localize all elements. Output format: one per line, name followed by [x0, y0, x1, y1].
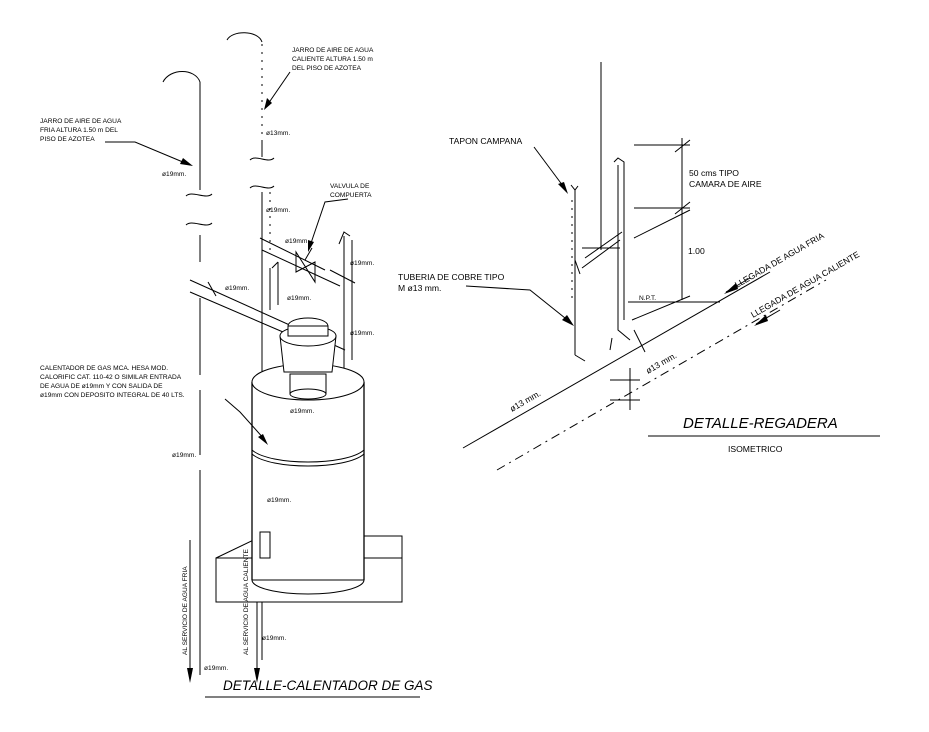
note-calentador-2: CALORIFIC CAT. 110-42 O SIMILAR ENTRADA	[40, 374, 182, 381]
dim-100: 1.00	[688, 246, 705, 256]
dim-d19-right-a: ø19mm.	[350, 260, 374, 267]
note-jarro-caliente-1: JARRO DE AIRE DE AGUA	[292, 47, 374, 54]
dim-d19-body: ø19mm.	[267, 497, 291, 504]
d13-label-a: ø13 mm.	[508, 388, 542, 414]
dim-d19-horiz: ø19mm.	[225, 285, 249, 292]
camara-label-1: 50 cms TIPO	[689, 168, 739, 178]
regadera-labels: TAPON CAMPANA 50 cms TIPO CAMARA DE AIRE…	[398, 136, 880, 454]
regadera-arrows	[724, 277, 781, 326]
note-calentador-4: ø19mm CON DEPOSITO INTEGRAL DE 40 LTS.	[40, 392, 185, 399]
dim-d19-valve: ø19mm	[285, 238, 308, 245]
regadera-pipes	[462, 62, 827, 471]
npt-label: N.P.T.	[639, 295, 656, 302]
dim-d13-top: ø13mm.	[266, 130, 290, 137]
tuberia-label-1: TUBERIA DE COBRE TIPO	[398, 272, 505, 282]
leader-jarro-caliente	[267, 71, 291, 105]
note-valvula-1: VALVULA DE	[330, 183, 370, 190]
service-caliente-label: AL SERVICIO DE AGUA CALIENTE	[243, 548, 250, 655]
leader-valvula	[309, 198, 349, 247]
gate-valve-icon	[295, 247, 316, 284]
leader-calentador	[224, 398, 266, 441]
dim-d19-bottom: ø19mm.	[204, 665, 228, 672]
note-valvula-2: COMPUERTA	[330, 192, 372, 199]
note-jarro-fria-1: JARRO DE AIRE DE AGUA	[40, 118, 122, 125]
tuberia-label-2: M ø13 mm.	[398, 283, 441, 293]
dim-d19-under-valve: ø19mm.	[287, 295, 311, 302]
leader-jarro-fria	[105, 141, 191, 166]
calentador-detail: JARRO DE AIRE DE AGUA FRIA ALTURA 1.50 m…	[40, 32, 433, 698]
leader-tuberia	[465, 285, 571, 323]
camara-label-2: CAMARA DE AIRE	[689, 179, 762, 189]
service-fria-label: AL SERVICIO DE AGUA FRIA	[182, 566, 189, 655]
note-jarro-fria-2: FRIA ALTURA 1.50 m DEL	[40, 127, 118, 134]
tapon-label: TAPON CAMPANA	[449, 136, 522, 146]
water-heater	[215, 317, 403, 603]
dim-d19-left-lower: ø19mm.	[172, 452, 196, 459]
dim-d19-mid: ø19mm.	[266, 207, 290, 214]
dim-d19-base: ø19mm.	[262, 635, 286, 642]
calentador-labels: JARRO DE AIRE DE AGUA FRIA ALTURA 1.50 m…	[40, 47, 433, 698]
llegada-caliente-label: LLEGADA DE AGUA CALIENTE	[749, 249, 861, 320]
calentador-title: DETALLE-CALENTADOR DE GAS	[223, 678, 433, 693]
dim-d19-right-b: ø19mm.	[350, 330, 374, 337]
note-jarro-caliente-2: CALIENTE ALTURA 1.50 m	[292, 56, 373, 63]
horizontal-pipes	[189, 231, 356, 370]
note-jarro-fria-3: PISO DE AZOTEA	[40, 136, 95, 143]
dim-d19-left-upper: ø19mm.	[162, 171, 186, 178]
note-calentador-3: DE AGUA DE ø19mm Y CON SALIDA DE	[40, 383, 163, 390]
regadera-title: DETALLE-REGADERA	[683, 415, 838, 432]
dim-d19-outlet: ø19mm.	[290, 408, 314, 415]
leader-tapon	[533, 146, 567, 191]
cold-water-riser	[162, 71, 213, 683]
regadera-subtitle: ISOMETRICO	[728, 444, 783, 454]
d13-label-b: ø13 mm.	[644, 350, 678, 376]
note-jarro-caliente-3: DEL PISO DE AZOTEA	[292, 65, 362, 72]
regadera-detail: TAPON CAMPANA 50 cms TIPO CAMARA DE AIRE…	[398, 62, 880, 471]
note-calentador-1: CALENTADOR DE GAS MCA. HESA MOD.	[40, 365, 168, 372]
